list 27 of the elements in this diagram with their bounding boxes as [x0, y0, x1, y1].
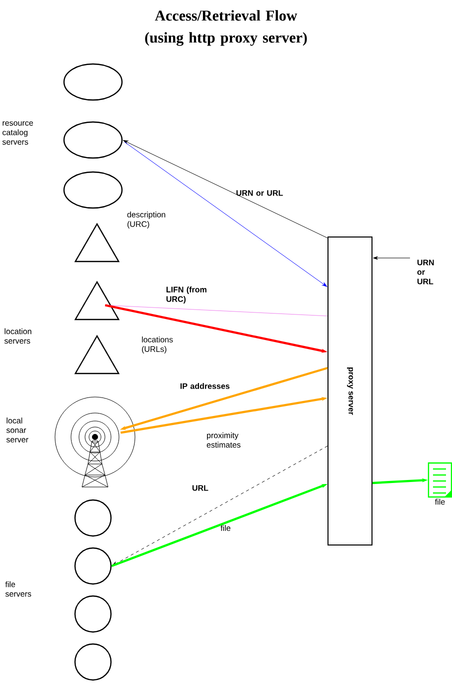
circle-node: [74, 547, 112, 585]
edge-label: LIFN (from URC): [166, 286, 206, 304]
group-label: local sonar server: [6, 418, 28, 442]
arrow: [112, 446, 328, 566]
edge-label: file: [220, 525, 230, 531]
ellipse-node: [63, 121, 123, 159]
edge-label: proximity estimates: [206, 432, 240, 448]
ellipse-node: [63, 171, 123, 209]
sonar-tower-drawing: [54, 396, 136, 488]
ellipse-node: [63, 63, 123, 101]
arrow: [373, 256, 410, 260]
proxy-box: proxy server: [328, 236, 372, 546]
edge-label: URL: [192, 485, 208, 491]
edge-label: description (URC): [127, 212, 166, 228]
circle-node: [74, 595, 112, 633]
circle-node: [74, 643, 112, 681]
group-label: resource catalog servers: [2, 121, 33, 145]
edge-label: IP addresses: [180, 383, 230, 389]
edge-label: URN or URL: [417, 260, 434, 284]
title: Access/Retrieval Flow (using http proxy server): [145, 10, 307, 46]
arrow: [124, 142, 328, 287]
arrow: [123, 140, 328, 238]
group-label: file servers: [5, 581, 32, 597]
circle-node: [74, 499, 112, 537]
edge-label: URN or URL: [236, 190, 283, 196]
group-label: location servers: [4, 328, 32, 344]
edge-label: locations (URLs): [142, 336, 173, 354]
